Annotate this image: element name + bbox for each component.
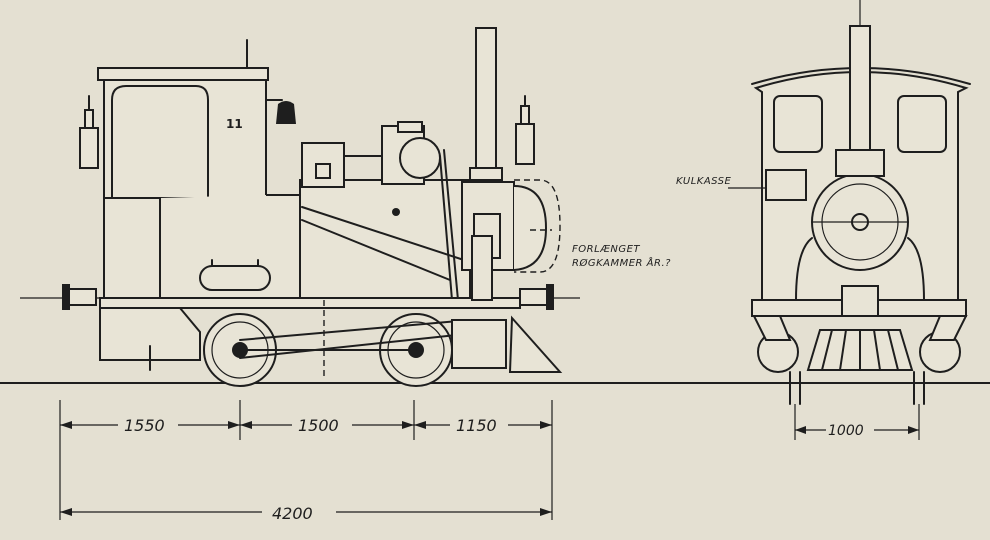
chimney: [469, 27, 503, 181]
front-view: KULKASSE: [676, 0, 971, 405]
front-window-left: [773, 95, 823, 153]
rear-lamp: [79, 95, 99, 169]
cowcatcher: [508, 315, 563, 373]
front-chimney: [849, 25, 871, 151]
number-plate: 11: [226, 117, 243, 131]
valve-gear: [239, 235, 507, 369]
dim-1150: 1150: [456, 416, 497, 435]
dim-1500: 1500: [298, 416, 339, 435]
bell: [265, 99, 296, 124]
frame: [99, 297, 521, 361]
coal-box-label: KULKASSE: [676, 176, 732, 187]
front-window-right: [897, 95, 947, 153]
side-view: 11: [20, 27, 671, 387]
dim-1550: 1550: [124, 416, 165, 435]
dimensions: 1550 1500 1150 4200 1000: [59, 400, 920, 523]
rear-buffer: [62, 284, 97, 310]
steam-dome: [301, 121, 441, 188]
front-buffer: [519, 284, 554, 310]
front-lamp: [515, 95, 535, 165]
dim-4200: 4200: [272, 504, 313, 523]
side-tank: [159, 179, 471, 299]
coal-box: [765, 169, 807, 201]
dim-gauge: 1000: [828, 423, 864, 439]
smokebox-label-1: FORLÆNGET: [572, 244, 640, 255]
smokebox-label-2: RØGKAMMER ÅR.?: [572, 256, 671, 269]
